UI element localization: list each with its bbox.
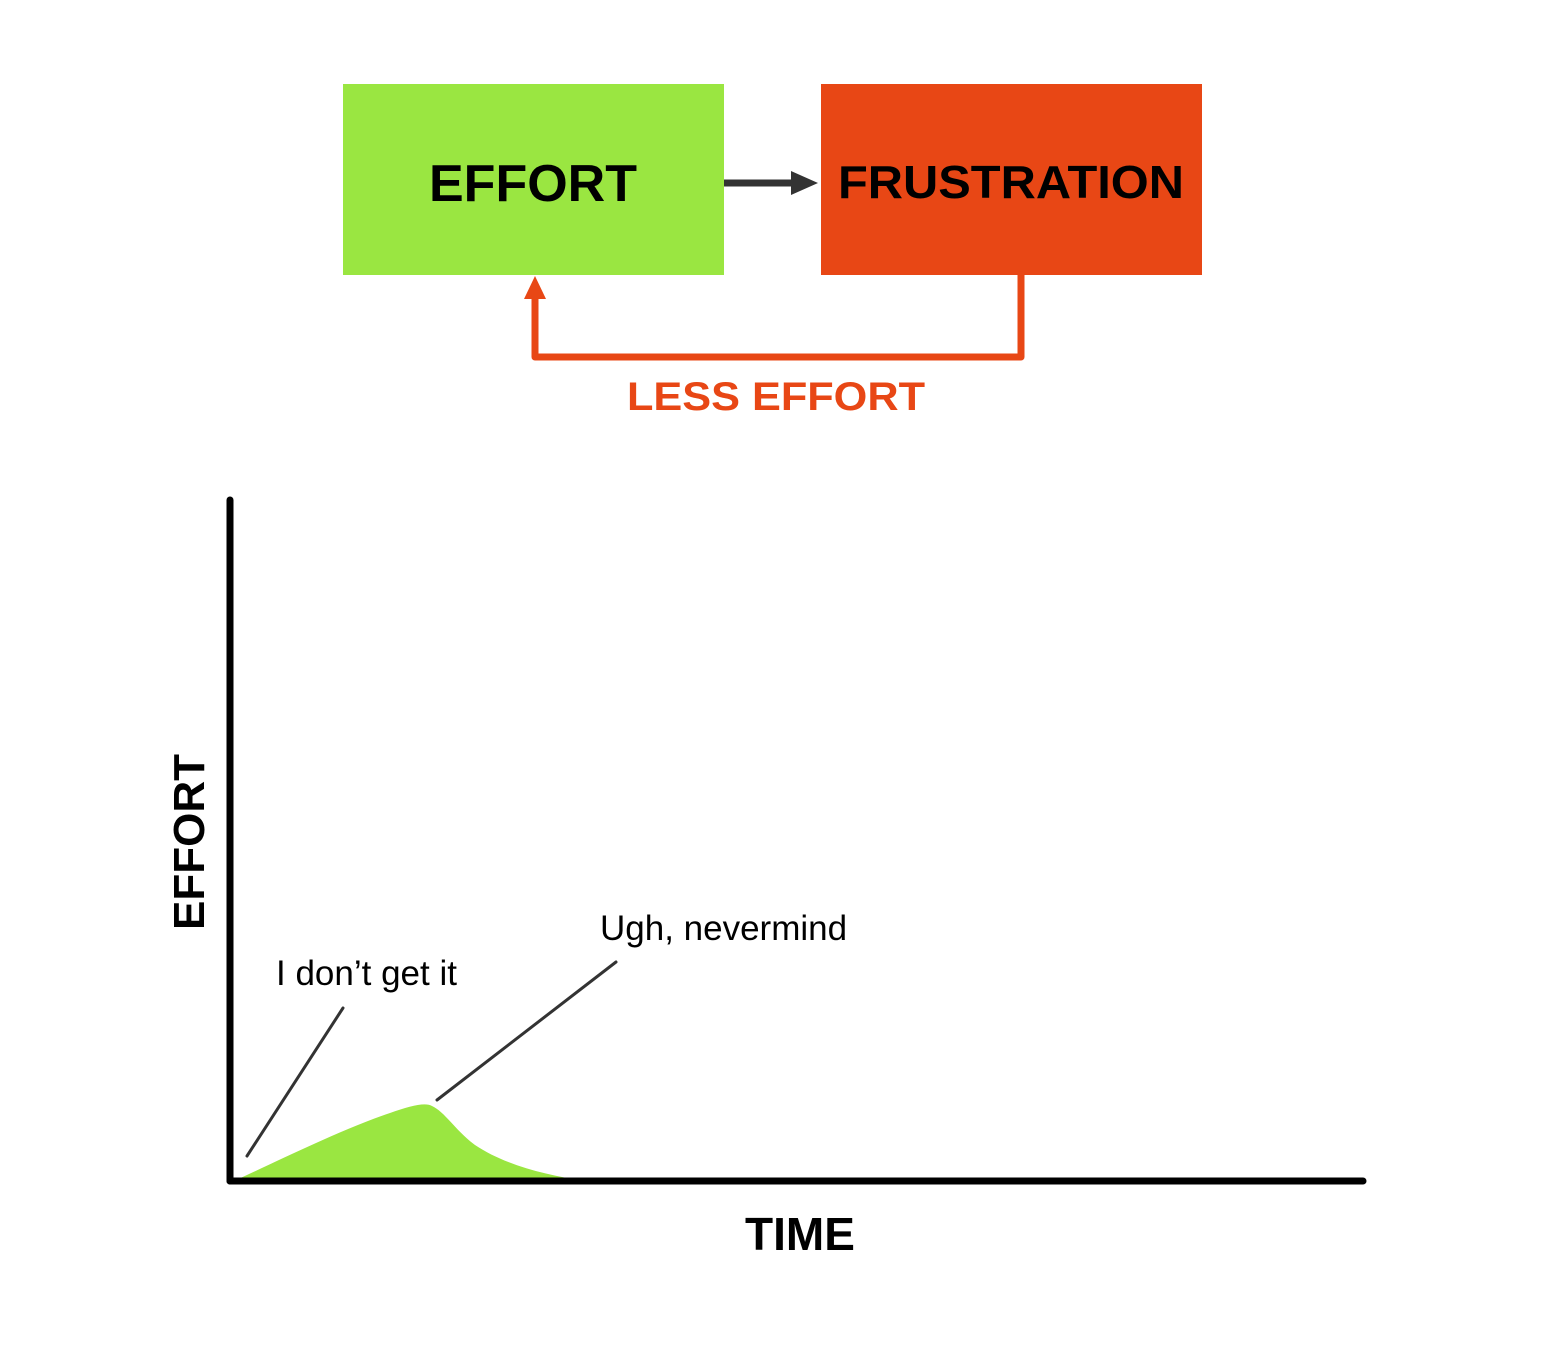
feedback-loop-path [531,271,1025,361]
annotation-dont-get-it: I don’t get it [245,954,457,1158]
arrowhead-right-icon [791,171,818,195]
annotation-text: I don’t get it [276,954,457,993]
effort-box [343,84,724,275]
x-axis-label: TIME [745,1208,855,1260]
feedback-loop-label: LESS EFFORT [627,375,925,419]
frustration-box [821,84,1202,275]
arrowhead-up-icon [524,276,546,299]
leader-line [435,960,618,1102]
flow-diagram: EFFORT FRUSTRATION LESS EFFORT [300,84,1202,419]
effort-time-graph: EFFORT TIME I don’t get it Ugh, nevermin… [165,496,1367,1260]
y-axis-label: EFFORT [165,754,214,930]
annotation-ugh-nevermind: Ugh, nevermind [435,909,847,1102]
feedback-loop-line [300,275,1021,357]
frustration-node: FRUSTRATION [821,84,1202,275]
annotation-text: Ugh, nevermind [600,909,847,948]
leader-line [245,1006,345,1158]
feedback-loop-arrow: LESS EFFORT [300,271,1025,419]
effort-box-label: EFFORT [429,155,637,213]
forward-arrow [724,171,818,195]
effort-node: EFFORT [343,84,724,275]
effort-curve-area [234,1104,585,1181]
frustration-box-label: FRUSTRATION [838,156,1184,208]
